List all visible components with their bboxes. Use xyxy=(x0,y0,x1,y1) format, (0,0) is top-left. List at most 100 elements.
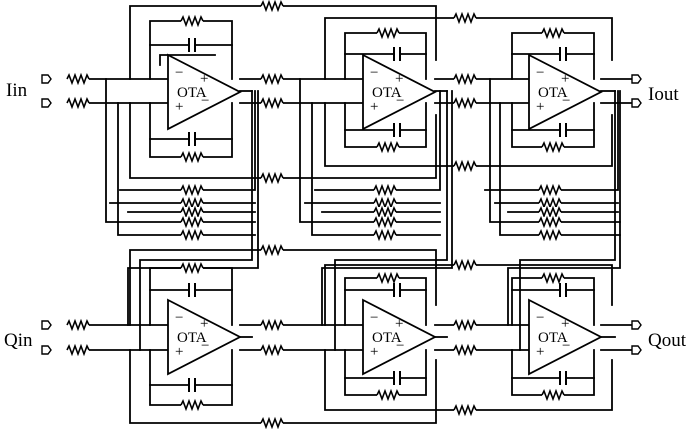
resistor xyxy=(180,215,204,229)
resistor xyxy=(260,72,284,86)
ota-amplifier: −+OTA+− xyxy=(528,53,603,131)
resistor xyxy=(260,171,284,185)
resistor xyxy=(453,343,477,357)
ota-minus-sign: − xyxy=(175,65,183,81)
ota-plus-sign: + xyxy=(370,344,378,360)
ota-minus-sign: − xyxy=(536,65,544,81)
ota-label: OTA xyxy=(372,85,402,101)
resistor xyxy=(538,196,562,210)
port-i-out[interactable]: Iout xyxy=(648,84,679,105)
ota-plus-sign: + xyxy=(561,71,569,87)
capacitor xyxy=(188,283,196,297)
port-arrow xyxy=(41,320,52,330)
resistor xyxy=(453,159,477,173)
capacitor xyxy=(393,371,401,385)
port-arrow xyxy=(41,98,52,108)
ota-label: OTA xyxy=(372,330,402,346)
resistor xyxy=(180,196,204,210)
resistor xyxy=(453,403,477,417)
capacitor xyxy=(393,283,401,297)
capacitor xyxy=(559,123,567,137)
capacitor xyxy=(559,47,567,61)
ota-minus-sign: − xyxy=(370,310,378,326)
ota-plus-sign: + xyxy=(561,316,569,332)
resistor xyxy=(538,183,562,197)
resistor xyxy=(180,14,204,28)
resistor xyxy=(453,318,477,332)
resistor xyxy=(538,215,562,229)
ota-amplifier: − +OTA+ − xyxy=(167,53,242,131)
resistor xyxy=(541,26,565,40)
resistor xyxy=(376,26,400,40)
port-label-q-out: Qout xyxy=(648,330,687,351)
resistor xyxy=(260,318,284,332)
resistor xyxy=(180,228,204,242)
ota-minus-sign: − xyxy=(201,93,209,109)
resistor xyxy=(180,261,204,275)
resistor xyxy=(541,140,565,154)
resistor xyxy=(376,271,400,285)
port-i-in[interactable]: Iin xyxy=(6,80,28,101)
ota-amplifier: − +OTA+ − xyxy=(362,298,437,376)
resistor xyxy=(373,196,397,210)
ota-plus-sign: + xyxy=(536,344,544,360)
resistor xyxy=(180,150,204,164)
resistor xyxy=(376,388,400,402)
resistor xyxy=(453,96,477,110)
ota-label: OTA xyxy=(177,330,207,346)
ota-plus-sign: + xyxy=(395,71,403,87)
capacitor xyxy=(559,283,567,297)
ota-plus-sign: + xyxy=(200,316,208,332)
capacitor xyxy=(393,47,401,61)
resistors xyxy=(66,0,565,429)
resistor xyxy=(260,343,284,357)
resistor xyxy=(538,205,562,219)
ota-blocks: −+OTA+−−+OTA+−−+OTA+−−+OTA+−−+OTA+−−+OTA… xyxy=(167,53,603,376)
ota-plus-sign: + xyxy=(175,344,183,360)
port-arrows xyxy=(41,74,642,355)
resistor xyxy=(453,72,477,86)
ota-minus-sign: − xyxy=(396,338,404,354)
port-arrow xyxy=(631,345,642,355)
capacitors xyxy=(188,38,567,392)
resistor xyxy=(373,215,397,229)
ota-minus-sign: − xyxy=(536,310,544,326)
port-arrow xyxy=(631,320,642,330)
resistor xyxy=(66,318,90,332)
ota-label: OTA xyxy=(177,85,207,101)
resistor xyxy=(373,183,397,197)
ota-minus-sign: − xyxy=(562,93,570,109)
ota-minus-sign: − xyxy=(175,310,183,326)
resistor xyxy=(453,11,477,25)
port-label-i-in: Iin xyxy=(6,80,28,101)
capacitor xyxy=(188,132,196,146)
resistor xyxy=(373,205,397,219)
resistor xyxy=(541,388,565,402)
resistor xyxy=(373,228,397,242)
capacitor xyxy=(188,38,196,52)
port-arrow xyxy=(41,74,52,84)
resistor xyxy=(180,398,204,412)
capacitor xyxy=(559,371,567,385)
ota-plus-sign: + xyxy=(200,71,208,87)
ota-minus-sign: − xyxy=(370,65,378,81)
port-q-out[interactable]: Qout xyxy=(648,330,687,351)
ota-minus-sign: − xyxy=(201,338,209,354)
ota-minus-sign: − xyxy=(396,93,404,109)
resistor xyxy=(260,96,284,110)
ota-plus-sign: + xyxy=(395,316,403,332)
ota-plus-sign: + xyxy=(536,99,544,115)
resistor xyxy=(538,228,562,242)
ota-plus-sign: + xyxy=(370,99,378,115)
port-label-q-in: Qin xyxy=(4,330,33,351)
ota-label: OTA xyxy=(538,330,568,346)
resistor xyxy=(66,72,90,86)
ota-minus-sign: − xyxy=(562,338,570,354)
resistor xyxy=(180,183,204,197)
ota-amplifier: − +OTA+ − xyxy=(167,298,242,376)
ota-plus-sign: + xyxy=(175,99,183,115)
resistor xyxy=(66,96,90,110)
resistor xyxy=(453,258,477,272)
port-q-in[interactable]: Qin xyxy=(4,330,33,351)
